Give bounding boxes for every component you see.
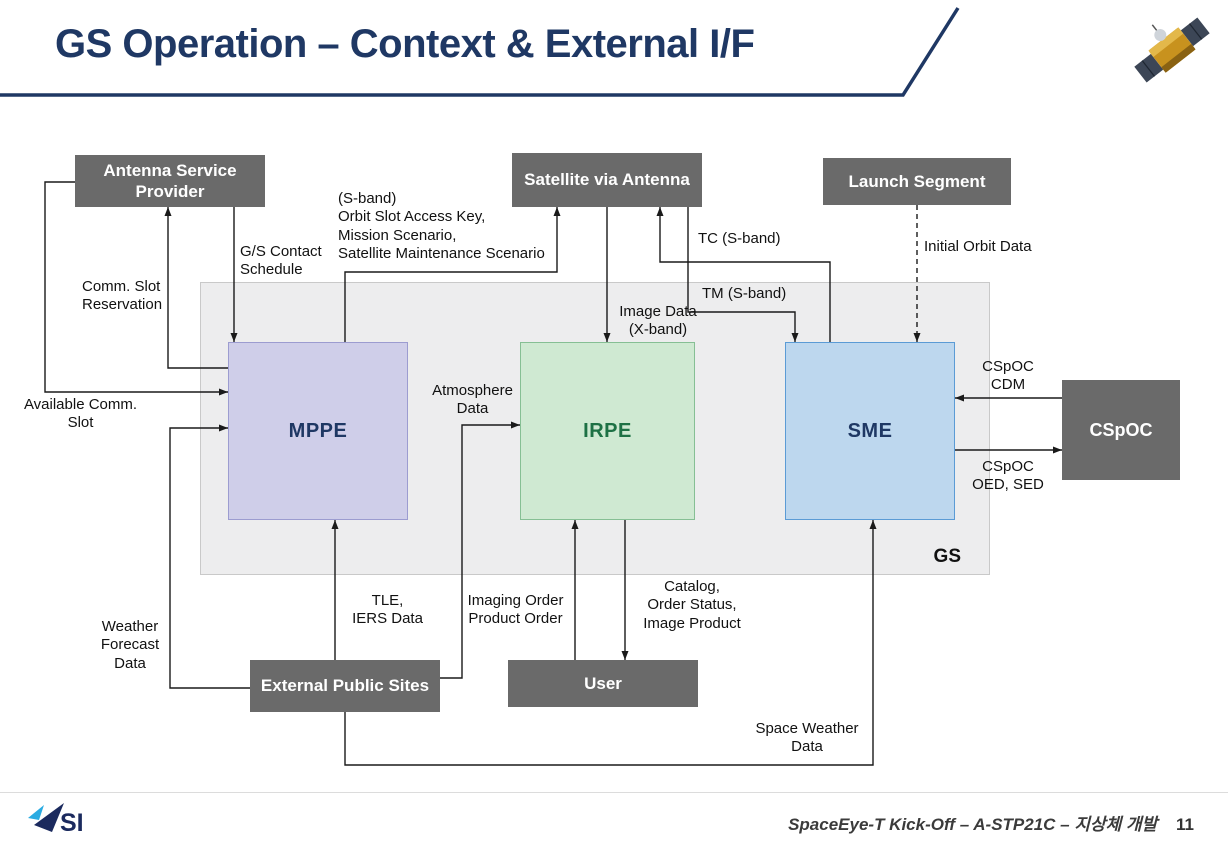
box-cspoc-label: CSpOC <box>1089 419 1153 440</box>
box-external-public-sites-label: External Public Sites <box>260 676 430 696</box>
flow-weather-forecast: Weather Forecast Data <box>100 618 160 672</box>
box-irpe: IRPE <box>520 342 695 520</box>
flow-comm-slot-reservation: Comm. Slot Reservation <box>82 278 163 314</box>
flow-tc: TC (S-band) <box>698 230 781 247</box>
flow-imaging-order: Imaging Order Product Order <box>467 592 564 628</box>
flow-space-weather: Space Weather Data <box>755 720 859 756</box>
box-mppe-label: MPPE <box>288 419 348 442</box>
box-launch-segment: Launch Segment <box>823 158 1011 205</box>
flow-gs-contact-schedule: G/S Contact Schedule <box>240 243 322 279</box>
company-logo: SI <box>24 798 84 840</box>
box-external-public-sites: External Public Sites <box>250 660 440 712</box>
gs-label: GS <box>933 546 961 567</box>
satellite-icon <box>1134 17 1210 83</box>
page-number: 11 <box>1176 815 1194 834</box>
flow-image-data: Image Data (X-band) <box>619 303 697 339</box>
page-title: GS Operation – Context & External I/F <box>55 22 755 66</box>
flow-cspoc-oed-sed: CSpOC OED, SED <box>972 458 1044 494</box>
box-user-label: User <box>584 673 622 693</box>
box-antenna-service-provider-label: Antenna Service Provider <box>103 160 237 201</box>
flow-s-band-uplink: (S-band) Orbit Slot Access Key, Mission … <box>338 190 545 262</box>
flow-tm: TM (S-band) <box>702 285 787 302</box>
box-launch-segment-label: Launch Segment <box>848 171 986 191</box>
logo-mark-icon <box>28 803 64 832</box>
box-user: User <box>508 660 698 707</box>
flow-catalog: Catalog, Order Status, Image Product <box>643 578 741 632</box>
box-mppe: MPPE <box>228 342 408 520</box>
footer-caption: SpaceEye-T Kick-Off – A-STP21C – 지상체 개발 … <box>788 810 1194 835</box>
logo-text: SI <box>60 809 84 837</box>
box-antenna-service-provider: Antenna Service Provider <box>75 155 265 207</box>
flow-atmosphere-data: Atmosphere Data <box>432 382 513 418</box>
box-cspoc: CSpOC <box>1062 380 1180 480</box>
flow-cspoc-cdm: CSpOC CDM <box>982 358 1034 394</box>
footer-divider <box>0 792 1228 793</box>
footer-text: SpaceEye-T Kick-Off – A-STP21C – 지상체 개발 <box>788 815 1158 834</box>
flow-tle-iers: TLE, IERS Data <box>352 592 423 628</box>
flow-initial-orbit-data: Initial Orbit Data <box>924 238 1032 255</box>
box-sme: SME <box>785 342 955 520</box>
box-satellite-via-antenna-label: Satellite via Antenna <box>524 170 690 190</box>
box-sme-label: SME <box>847 419 893 442</box>
box-irpe-label: IRPE <box>583 419 632 442</box>
box-satellite-via-antenna: Satellite via Antenna <box>512 153 702 207</box>
flow-available-comm-slot: Available Comm. Slot <box>23 396 138 432</box>
